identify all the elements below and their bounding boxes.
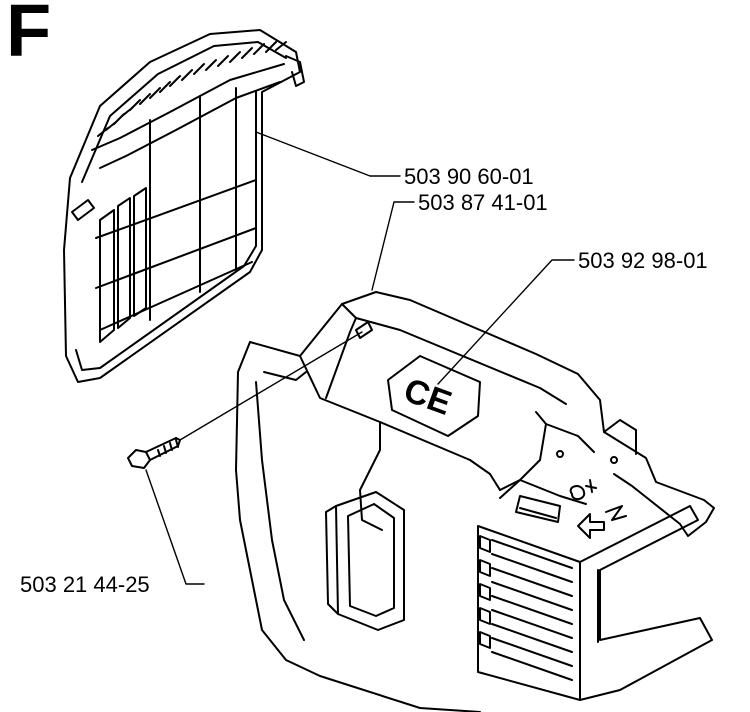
part-number-ce-decal: 503 92 98-01	[578, 248, 708, 273]
cylinder-cover-drawing	[235, 291, 715, 712]
air-filter-drawing	[63, 29, 305, 383]
part-number-air-filter: 503 90 60-01	[404, 164, 534, 189]
screw-axis-line	[179, 331, 363, 441]
section-letter: F	[6, 0, 52, 72]
ce-decal-drawing	[387, 355, 481, 437]
leader-ce-decal	[437, 259, 575, 385]
part-number-screw: 503 21 44-25	[20, 572, 150, 597]
screw-drawing	[127, 437, 181, 469]
leader-screw	[145, 469, 205, 585]
leader-cylinder-cover	[371, 201, 415, 291]
leader-air-filter	[255, 131, 401, 177]
leader-lines	[145, 131, 575, 585]
part-number-cylinder-cover: 503 87 41-01	[418, 190, 548, 215]
